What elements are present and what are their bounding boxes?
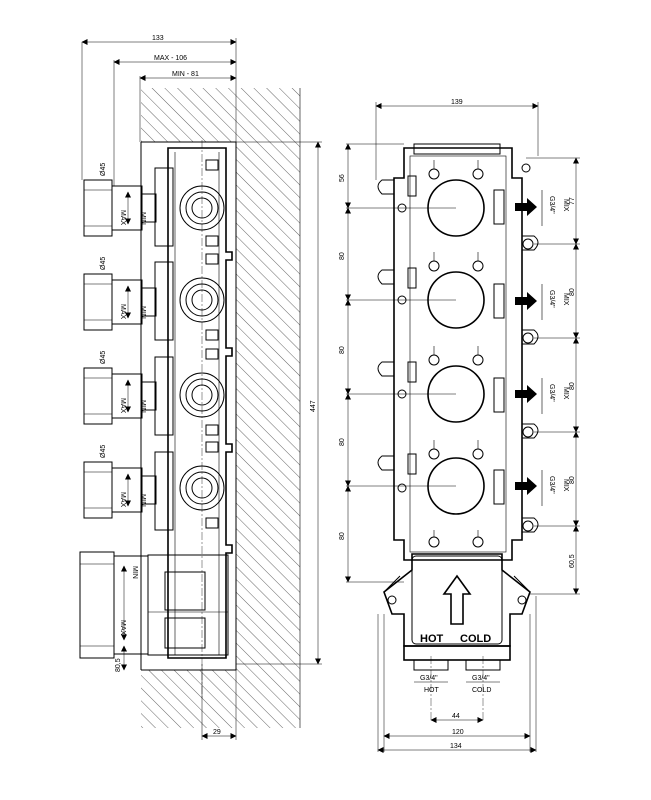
outlet-1-thread: G3/4" <box>548 196 555 214</box>
inlet-cold-thread: G3/4" <box>472 675 490 682</box>
dim-80-b: 80 <box>339 346 346 354</box>
knob-1-min: MIN <box>139 212 146 225</box>
inlet-fittings <box>403 645 511 722</box>
valve-body-outline <box>167 147 233 659</box>
thermostat-box: HOT COLD <box>383 553 531 647</box>
dim-133: 133 <box>152 35 164 42</box>
dim-29: 29 <box>213 729 221 736</box>
thermostat-max: MAX <box>119 620 126 636</box>
wall-cavity <box>141 142 236 670</box>
dim-80-g: 80 <box>569 476 576 484</box>
outlet-4-thread: G3/4" <box>548 476 555 494</box>
front-left-dimensions: 56 80 80 80 80 <box>339 143 351 583</box>
dim-80-5: 80,5 <box>115 658 122 672</box>
side-height-dimension: 447 <box>236 141 322 665</box>
up-arrow-icon <box>442 574 472 625</box>
dim-56: 56 <box>339 174 346 182</box>
thermostat-min: MIN <box>131 566 138 579</box>
knob-3 <box>83 367 157 425</box>
dim-max106: MAX - 106 <box>154 55 187 62</box>
left-ears <box>377 179 407 493</box>
knob-1-max: MAX <box>119 210 126 226</box>
inlet-hot-label: HOT <box>424 687 440 694</box>
dim-134: 134 <box>450 743 462 750</box>
dim-80-a: 80 <box>339 252 346 260</box>
thermostat-block <box>147 554 229 656</box>
knob-1-diameter: Ø45 <box>100 163 107 176</box>
knob-2-diameter: Ø45 <box>100 257 107 270</box>
dim-139: 139 <box>451 99 463 106</box>
side-view: Ø45 MAX MIN Ø45 MAX MIN Ø45 MAX MIN Ø45 … <box>79 35 322 740</box>
outlet-1-mix: MIX <box>562 199 569 212</box>
right-ears <box>521 163 539 533</box>
knob-2-min: MIN <box>139 306 146 319</box>
knob-4-max: MAX <box>119 492 126 508</box>
outlet-2-thread: G3/4" <box>548 290 555 308</box>
dim-60-5: 60,5 <box>569 554 576 568</box>
knob-3-max: MAX <box>119 398 126 414</box>
side-bottom-dimension: 29 <box>201 664 237 740</box>
dim-44: 44 <box>452 713 460 720</box>
knob-2-max: MAX <box>119 304 126 320</box>
dim-77: 77 <box>569 197 576 205</box>
dim-120: 120 <box>452 729 464 736</box>
inlet-labels: G3/4" HOT G3/4" COLD <box>414 675 500 694</box>
box-hot-label: HOT <box>420 633 444 645</box>
top-cap <box>413 143 501 155</box>
front-view: G3/4" MIX G3/4" MIX G3/4" MIX G3/4" MIX … <box>339 99 580 753</box>
cavity-outline <box>141 141 237 671</box>
dim-80-d: 80 <box>339 532 346 540</box>
outlet-2-mix: MIX <box>562 293 569 306</box>
knob-4 <box>83 461 157 519</box>
dim-447: 447 <box>310 400 317 412</box>
knob-travel-arrows <box>121 191 131 641</box>
front-screws <box>428 160 484 548</box>
outlet-labels: G3/4" MIX G3/4" MIX G3/4" MIX G3/4" MIX <box>541 190 569 506</box>
front-cartridges <box>427 179 485 515</box>
thermostat-knob <box>79 551 149 659</box>
outlet-bosses <box>407 175 505 505</box>
dim-80-c: 80 <box>339 438 346 446</box>
front-bottom-dimensions: 44 120 134 <box>377 596 537 753</box>
knob-2 <box>83 273 157 331</box>
outlet-3-thread: G3/4" <box>548 384 555 402</box>
front-body-outline <box>393 147 523 561</box>
front-right-dimensions: 77 80 80 80 60,5 <box>526 157 580 595</box>
dim-80-e: 80 <box>569 288 576 296</box>
side-80-5-dimension: 80,5 <box>115 645 127 672</box>
inlet-cold-label: COLD <box>472 687 491 694</box>
outlet-3-mix: MIX <box>562 387 569 400</box>
side-top-dimensions: 133 MAX - 106 MIN - 81 <box>81 35 237 186</box>
cartridge-1 <box>154 159 225 247</box>
outlet-4-mix: MIX <box>562 479 569 492</box>
knob-3-diameter: Ø45 <box>100 351 107 364</box>
inlet-hot-thread: G3/4" <box>420 675 438 682</box>
knob-4-diameter: Ø45 <box>100 445 107 458</box>
outlet-arrows <box>515 198 537 495</box>
dim-min81: MIN - 81 <box>172 71 199 78</box>
front-body-inner <box>409 155 507 553</box>
knob-3-min: MIN <box>139 400 146 413</box>
knob-1 <box>83 179 157 237</box>
box-cold-label: COLD <box>460 633 491 645</box>
dim-80-f: 80 <box>569 382 576 390</box>
front-top-dimension: 139 <box>375 99 539 180</box>
knob-4-min: MIN <box>139 494 146 507</box>
front-centre-leaders <box>346 143 456 583</box>
